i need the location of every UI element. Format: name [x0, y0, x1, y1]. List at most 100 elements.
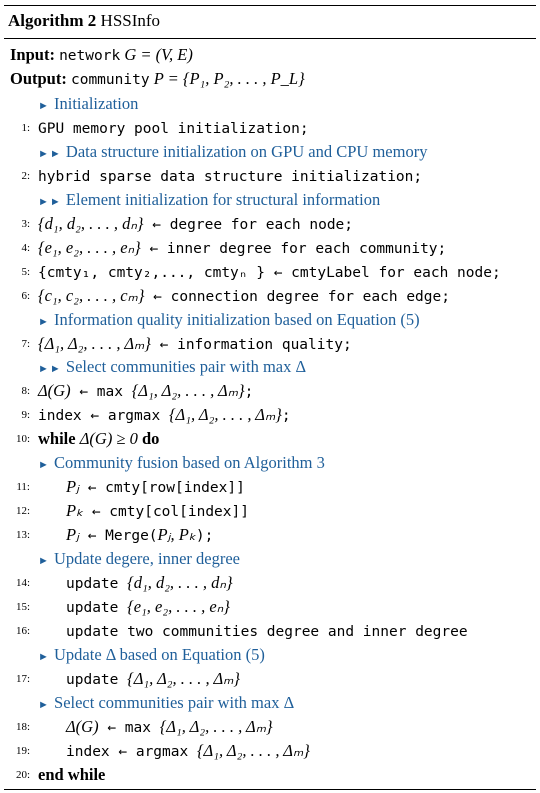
math-expression: {c₁, c₂, . . . , cₘ} [38, 285, 145, 305]
math-expression: Pⱼ [66, 477, 79, 497]
comment-text: ►► Data structure initialization on GPU … [38, 140, 427, 166]
math-expression: {e₁, e₂, . . . , eₙ} [127, 596, 230, 616]
line-number: 19: [15, 744, 30, 757]
math-expression: {Δ₁, Δ₂, . . . , Δₘ} [131, 381, 245, 401]
line-number: 11: [16, 481, 30, 494]
line-number: 4: [21, 241, 30, 254]
line-number: 13: [15, 529, 30, 542]
code-text: ← inner degree for each community; [140, 240, 447, 257]
output-line: Output: community P = {P₁, P₂, . . . , P… [4, 67, 536, 91]
step-content: update {Δ₁, Δ₂, . . . , Δₘ} [66, 667, 240, 692]
output-word: community [70, 72, 150, 88]
code-text: update [66, 576, 128, 592]
comment-text: ► Select communities pair with max Δ [38, 691, 294, 717]
step-content: update two communities degree and inner … [66, 619, 468, 644]
step-content: Pⱼ ← Merge(Pⱼ, Pₖ); [66, 523, 213, 548]
line-number: 16: [15, 624, 30, 637]
step-content: update {e₁, e₂, . . . , eₙ} [66, 595, 230, 620]
math-expression: {Δ₁, Δ₂, . . . , Δₘ} [196, 740, 310, 760]
triangle-marker-icon: ►► [38, 363, 62, 376]
comment-label: Update Δ based on Equation (5) [49, 644, 265, 664]
math-expression: {d₁, d₂, . . . , dₙ} [127, 573, 233, 592]
step-content: {e₁, e₂, . . . , eₙ} ← inner degree for … [38, 236, 446, 261]
code-text: ← max [98, 719, 160, 736]
line-number: 12: [15, 505, 30, 518]
triangle-marker-icon: ► [38, 315, 50, 328]
step-content: Pⱼ ← cmty[row[index]] [66, 475, 245, 500]
step-content: Δ(G) ← max {Δ₁, Δ₂, . . . , Δₘ}; [38, 379, 253, 404]
math-expression: Δ(G) [66, 716, 99, 736]
algorithm-step: 19: index ← argmax {Δ₁, Δ₂, . . . , Δₘ} [4, 739, 536, 763]
comment-label: Community fusion based on Algorithm 3 [49, 453, 325, 473]
step-content: {cmty₁, cmty₂,..., cmtyₙ } ← cmtyLabel f… [38, 260, 501, 285]
triangle-marker-icon: ► [38, 555, 50, 568]
step-content: index ← argmax {Δ₁, Δ₂, . . . , Δₘ} [66, 739, 310, 764]
code-text: index ← argmax [66, 743, 197, 760]
bottom-rule [4, 789, 536, 790]
comment-label: Select communities pair with max Δ [49, 692, 295, 712]
step-content: {Δ₁, Δ₂, . . . , Δₘ} ← information quali… [38, 332, 352, 357]
step-content: while Δ(G) ≥ 0 do [38, 427, 159, 451]
triangle-marker-icon: ► [38, 650, 50, 663]
code-text: ); [195, 528, 214, 545]
comment-label: Element initialization for structural in… [61, 189, 381, 209]
comment-label: Select communities pair with max Δ [61, 357, 307, 377]
algorithm-step: 14: update {d₁, d₂, . . . , dₙ} [4, 571, 536, 595]
math-expression: Δ(G) ≥ 0 [79, 429, 142, 449]
comment-line: ►► Element initialization for structural… [4, 188, 536, 212]
line-number: 20: [15, 768, 30, 781]
algorithm-step: 1: GPU memory pool initialization; [4, 116, 536, 140]
comment-label: Data structure initialization on GPU and… [61, 141, 428, 161]
caption-rule [4, 38, 536, 39]
algorithm-step: 7: {Δ₁, Δ₂, . . . , Δₘ} ← information qua… [4, 332, 536, 356]
keyword: do [142, 429, 160, 449]
comment-line: ► Update degere, inner degree [4, 547, 536, 571]
code-text: ; [244, 384, 254, 401]
triangle-marker-icon: ►► [38, 147, 62, 160]
line-number: 1: [21, 121, 30, 134]
caption-name: HSSInfo [100, 11, 161, 30]
comment-line: ►► Select communities pair with max Δ [4, 355, 536, 379]
output-keyword: Output: [10, 69, 67, 88]
algorithm-step: 8: Δ(G) ← max {Δ₁, Δ₂, . . . , Δₘ}; [4, 379, 536, 403]
input-word: network [59, 48, 121, 64]
line-number: 18: [15, 720, 30, 733]
algorithm-step: 11: Pⱼ ← cmty[row[index]] [4, 475, 536, 499]
math-expression: {Δ₁, Δ₂, . . . , Δₘ} [159, 716, 273, 736]
line-number: 6: [21, 289, 30, 302]
math-expression: {Δ₁, Δ₂, . . . , Δₘ} [38, 333, 151, 353]
step-content: index ← argmax {Δ₁, Δ₂, . . . , Δₘ}; [38, 403, 291, 428]
step-content: Pₖ ← cmty[col[index]] [66, 499, 249, 524]
code-text: ← information quality; [150, 336, 352, 353]
step-content: update {d₁, d₂, . . . , dₙ} [66, 571, 233, 596]
step-content: Δ(G) ← max {Δ₁, Δ₂, . . . , Δₘ} [66, 715, 273, 740]
line-number: 14: [15, 577, 30, 589]
code-text: GPU memory pool initialization; [38, 120, 309, 137]
comment-text: ► Update Δ based on Equation (5) [38, 643, 265, 669]
step-content: end while [38, 763, 105, 787]
comment-text: ► Community fusion based on Algorithm 3 [38, 451, 325, 477]
input-math: G = (V, E) [124, 45, 193, 64]
output-math: P = {P₁, P₂, . . . , P_L} [153, 69, 305, 88]
keyword: end while [38, 764, 106, 784]
line-number: 2: [21, 169, 30, 182]
input-keyword: Input: [10, 45, 55, 64]
comment-line: ► Community fusion based on Algorithm 3 [4, 451, 536, 475]
comment-text: ► Update degere, inner degree [38, 547, 240, 573]
triangle-marker-icon: ► [38, 698, 50, 711]
code-text: update [66, 599, 128, 616]
algorithm-caption: Algorithm 2 HSSInfo [8, 11, 160, 31]
algorithm-step: 13: Pⱼ ← Merge(Pⱼ, Pₖ); [4, 523, 536, 547]
comment-text: ►► Element initialization for structural… [38, 188, 380, 214]
line-number: 7: [21, 337, 30, 350]
algorithm-step: 15:update {e₁, e₂, . . . , eₙ} [4, 595, 536, 619]
math-expression: Pⱼ [66, 525, 79, 545]
code-text: update two communities degree and inner … [66, 623, 468, 640]
math-expression: {Δ₁, Δ₂, . . . , Δₘ} [168, 405, 282, 425]
comment-text: ► Information quality initialization bas… [38, 308, 420, 334]
comment-line: ►► Data structure initialization on GPU … [4, 140, 536, 164]
math-expression: {e₁, e₂, . . . , eₙ} [38, 237, 141, 257]
line-number: 8: [21, 385, 30, 398]
algorithm-step: 6:{c₁, c₂, . . . , cₘ} ← connection degr… [4, 284, 536, 308]
line-number: 10: [15, 433, 30, 446]
